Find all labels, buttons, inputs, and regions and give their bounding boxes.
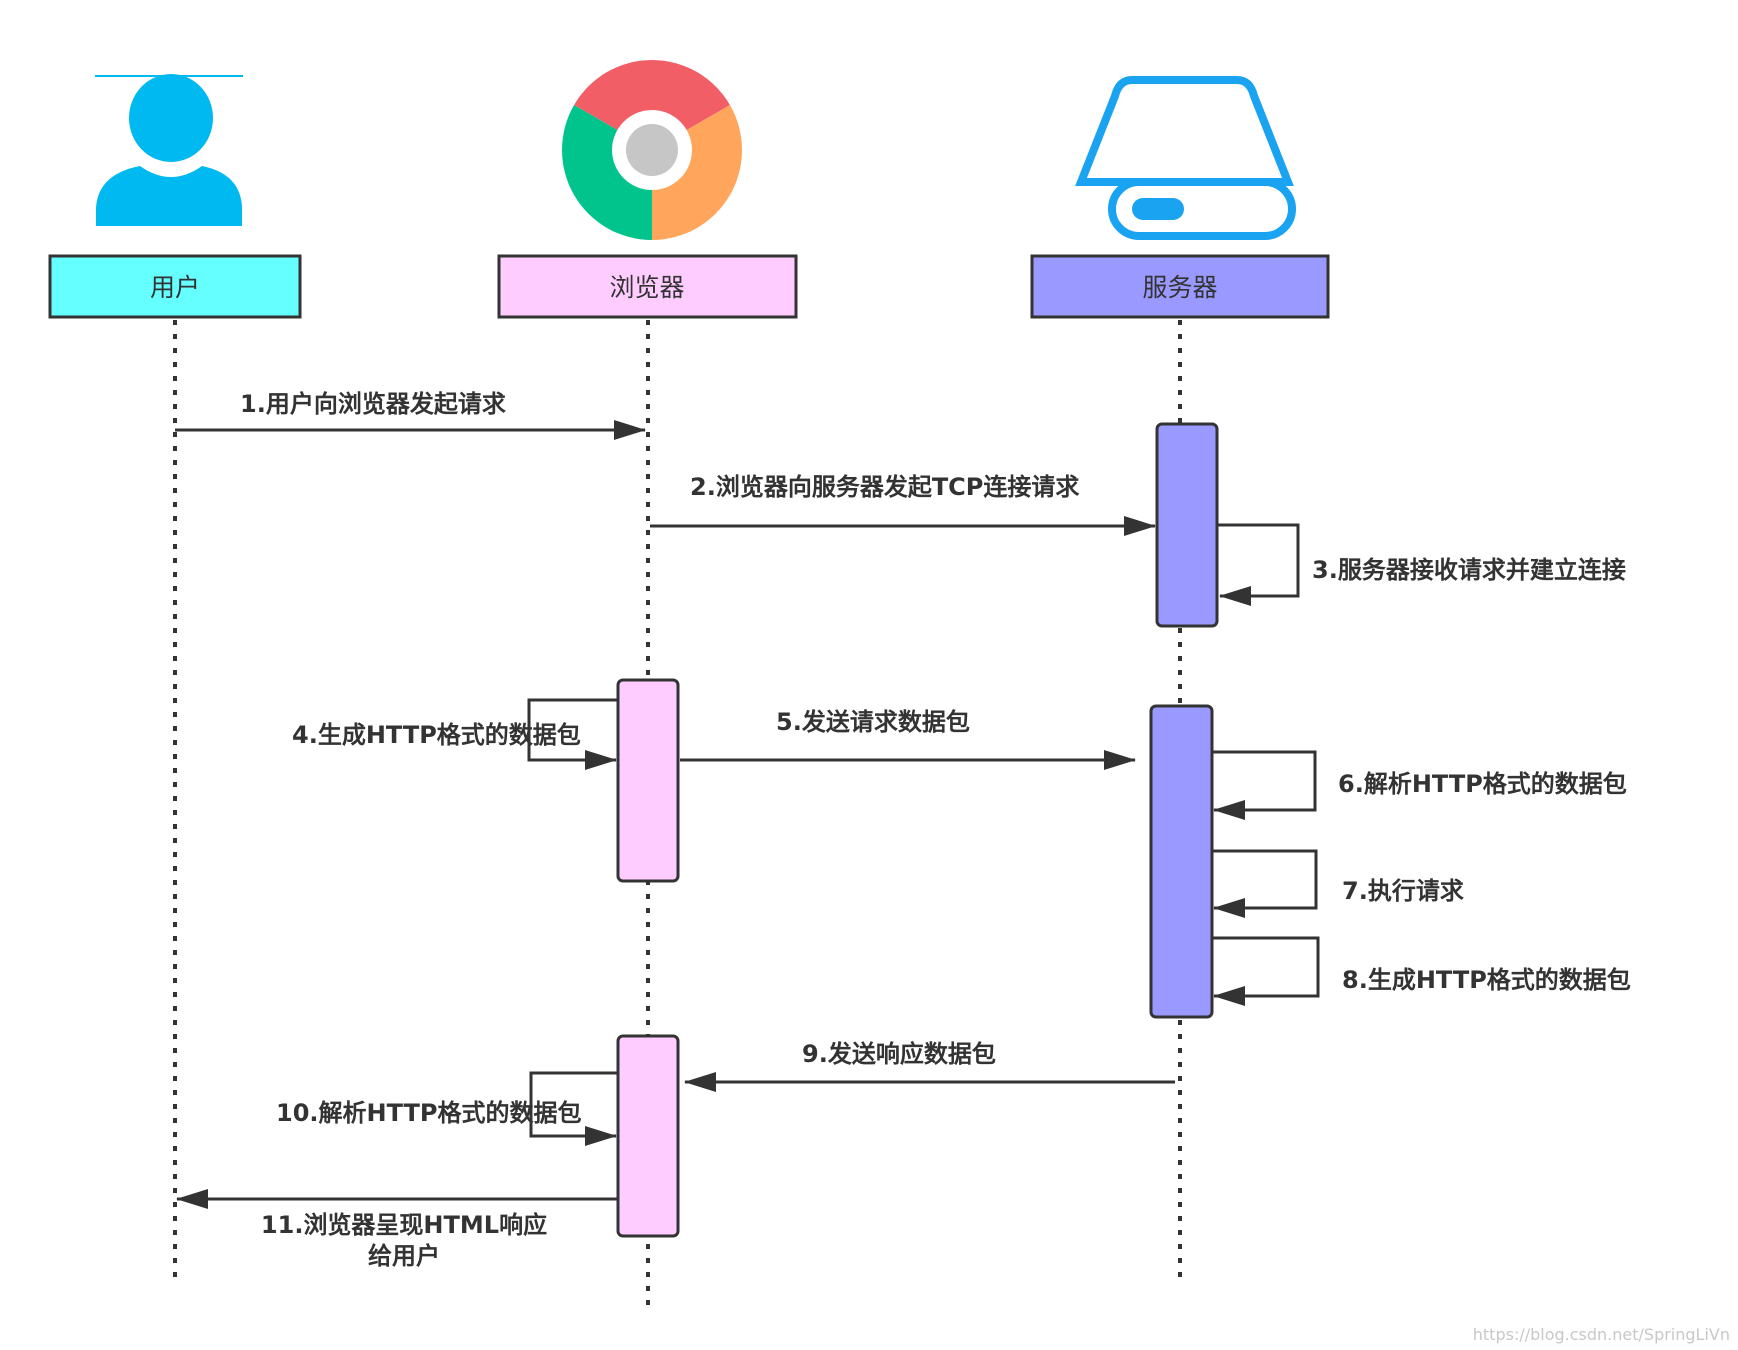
chrome-red-segment [574, 60, 730, 150]
step-11-label-line2: 给用户 [368, 1242, 440, 1270]
actor-browser-label: 浏览器 [609, 273, 684, 302]
server-icon-light [1132, 198, 1184, 220]
step-6-label: 6.解析HTTP格式的数据包 [1338, 770, 1627, 798]
server-drive-icon [1075, 76, 1296, 240]
actor-user-box [48, 254, 302, 319]
step-8-label: 8.生成HTTP格式的数据包 [1342, 966, 1631, 994]
step-10-label: 10.解析HTTP格式的数据包 [276, 1099, 581, 1127]
browser-activation-1 [616, 678, 680, 883]
actor-browser: 浏览器 [497, 254, 798, 319]
user-icon-head [129, 74, 213, 162]
user-icon-body [96, 166, 242, 226]
actor-server: 服务器 [1030, 254, 1330, 319]
chrome-center [626, 124, 678, 176]
step-9-label: 9.发送响应数据包 [802, 1040, 996, 1068]
server-icon-top [1075, 76, 1294, 186]
self-loop-step-8 [1212, 936, 1320, 1006]
step-3-label: 3.服务器接收请求并建立连接 [1312, 556, 1626, 584]
self-loop-step-4 [527, 698, 618, 770]
step-2-label: 2.浏览器向服务器发起TCP连接请求 [690, 473, 1079, 501]
browser-activation-2 [616, 1034, 680, 1238]
chrome-browser-icon [562, 60, 742, 240]
actor-browser-box [497, 254, 798, 319]
self-loop-step-10 [529, 1071, 618, 1146]
actor-server-box [1030, 254, 1330, 319]
step-11-label: 11.浏览器呈现HTML响应 [261, 1211, 547, 1239]
self-loop-step-7 [1212, 849, 1318, 918]
actor-user-label: 用户 [150, 273, 200, 302]
server-icon-base [1108, 178, 1296, 240]
step-7-label: 7.执行请求 [1342, 877, 1464, 905]
server-activation-2 [1149, 704, 1214, 1019]
step-1-label: 1.用户向浏览器发起请求 [240, 390, 506, 418]
user-icon [95, 74, 243, 226]
watermark: https://blog.csdn.net/SpringLiVn [1473, 1325, 1730, 1344]
step-5-label: 5.发送请求数据包 [776, 708, 970, 736]
self-loop-step-3 [1217, 523, 1300, 606]
step-4-label: 4.生成HTTP格式的数据包 [292, 721, 581, 749]
self-loop-step-6 [1212, 750, 1317, 820]
actor-user: 用户 [48, 254, 302, 319]
actor-server-label: 服务器 [1142, 273, 1217, 302]
server-activation-1 [1155, 422, 1219, 628]
